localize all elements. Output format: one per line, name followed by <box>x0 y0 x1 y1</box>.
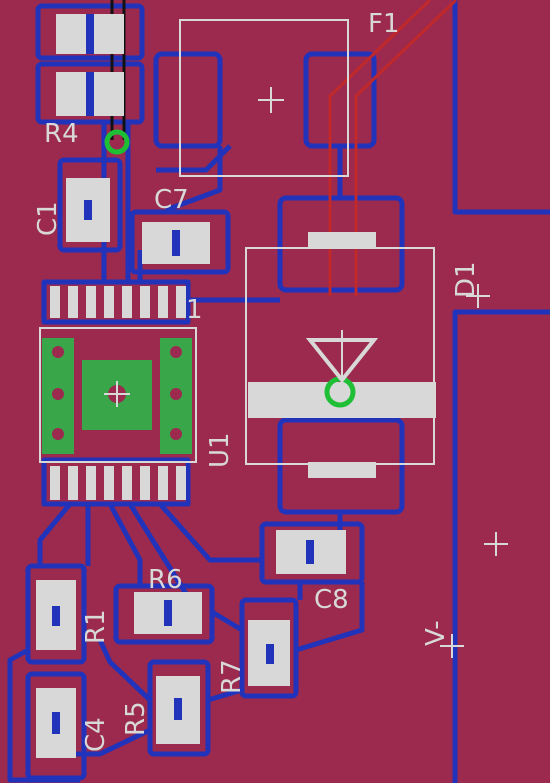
label-u1: U1 <box>205 432 235 468</box>
label-r7: R7 <box>217 659 247 694</box>
label-r1: R1 <box>81 609 111 644</box>
reference-designators: R4 C1 C7 F1 D1 1 U1 R6 R1 C8 R7 R5 C4 V- <box>33 9 481 752</box>
pad-centers <box>52 14 314 734</box>
trace-outlines <box>7 0 550 783</box>
label-d1: D1 <box>451 261 481 298</box>
label-r4: R4 <box>44 119 79 149</box>
label-v-minus: V- <box>421 620 451 646</box>
via-r4 <box>104 129 130 155</box>
red-traces <box>328 0 458 296</box>
silkscreen <box>104 19 508 658</box>
label-pin1: 1 <box>186 295 203 325</box>
label-r5: R5 <box>121 701 151 736</box>
label-c8: C8 <box>314 585 349 615</box>
label-r6: R6 <box>148 565 183 595</box>
label-c7: C7 <box>154 185 189 215</box>
u1-pins <box>50 286 186 500</box>
label-c1: C1 <box>33 201 63 236</box>
label-c4: C4 <box>81 717 111 752</box>
label-f1: F1 <box>368 9 400 39</box>
